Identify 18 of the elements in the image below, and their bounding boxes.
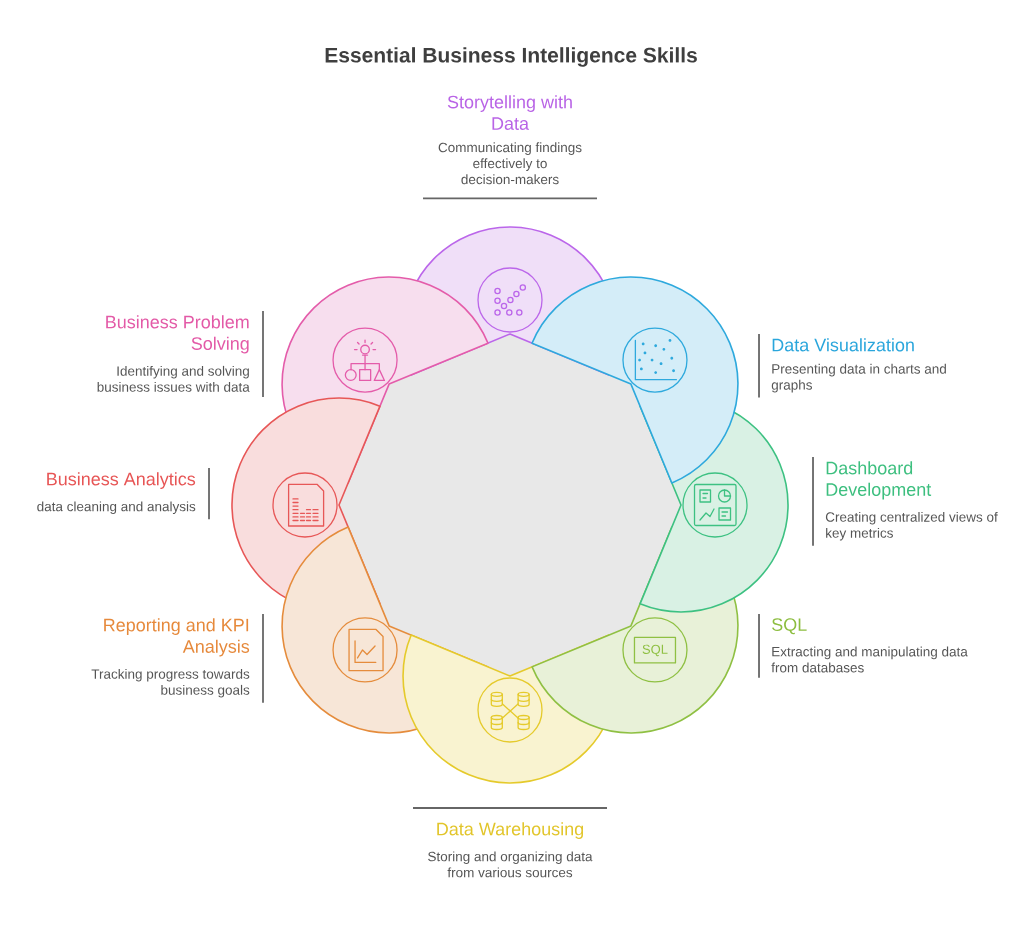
description: Extracting and manipulating data from databases [771,646,968,673]
description: Presenting data in charts and graphs [771,363,946,393]
heading: Data Warehousing [437,822,584,839]
description: Tracking progress towards business goals [91,668,250,698]
heading: SQL [772,618,807,635]
description: data cleaning and analysis [37,501,196,514]
title: Essential Business Intelligence Skills [325,47,697,67]
heading: Business Analytics [47,472,196,489]
heading: Dashboard Development [826,461,932,500]
heading: Storytelling with Data [447,95,572,130]
description: Storing and organizing data from various sources [428,851,593,878]
heading: Business Problem Solving [106,315,249,354]
description: Communicating findings effectively to decision-makers [438,142,582,185]
description: Creating centralized views of key metrics [825,511,998,541]
description: Identifying and solving business issues with data [97,365,250,392]
heading: Data Visualization [772,338,914,352]
icon-label: SQL [642,644,668,657]
heading: Reporting and KPI Analysis [104,618,250,657]
